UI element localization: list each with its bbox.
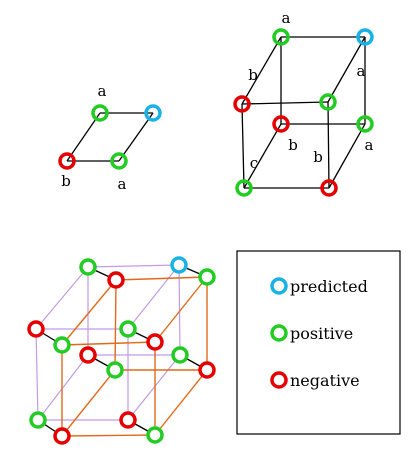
lattice-label-a: a xyxy=(98,82,107,100)
negative-node xyxy=(272,115,290,133)
positive-node xyxy=(79,258,97,276)
edge xyxy=(241,103,245,189)
negative-node xyxy=(198,361,216,379)
negative-node xyxy=(320,179,338,197)
edge xyxy=(87,264,180,268)
positive-node xyxy=(29,411,47,429)
positive-node xyxy=(235,179,253,197)
edge xyxy=(37,354,89,421)
positive-node xyxy=(198,268,216,286)
edge xyxy=(35,328,39,421)
negative-node xyxy=(58,152,76,170)
parallelogram-cell: a b a xyxy=(58,82,162,193)
legend-label-negative: negative xyxy=(290,371,360,390)
negative-node xyxy=(119,411,137,429)
edge xyxy=(154,369,208,436)
positive-node xyxy=(53,336,71,354)
unit-cell-3d: a b a b c b a xyxy=(233,9,374,197)
negative-node xyxy=(27,320,45,338)
edge xyxy=(327,36,366,103)
lattice-label-a: a xyxy=(357,62,366,80)
negative-node xyxy=(107,271,125,289)
lattice-label-a: a xyxy=(118,175,127,193)
edge xyxy=(328,123,366,189)
supercell-3d xyxy=(27,256,216,445)
positive-legend-icon xyxy=(270,324,288,342)
positive-node xyxy=(171,346,189,364)
legend-label-predicted: predicted xyxy=(290,277,368,296)
edge xyxy=(178,264,181,356)
negative-legend-icon xyxy=(270,371,288,389)
legend: predicted positive negative xyxy=(236,250,401,435)
positive-node xyxy=(356,115,374,133)
predicted-legend-icon xyxy=(270,277,288,295)
positive-node xyxy=(119,320,137,338)
edge xyxy=(61,369,116,437)
edge xyxy=(35,266,89,330)
edge xyxy=(118,112,154,162)
edge xyxy=(154,276,208,343)
predicted-node xyxy=(356,28,374,46)
positive-node xyxy=(146,426,164,444)
lattice-label-a: a xyxy=(282,9,291,27)
lattice-label-c: c xyxy=(250,154,258,172)
edge xyxy=(61,279,117,346)
legend-item-negative: negative xyxy=(270,371,360,390)
edge xyxy=(114,279,117,371)
edge xyxy=(66,112,101,162)
legend-item-predicted: predicted xyxy=(270,277,368,296)
legend-label-positive: positive xyxy=(290,324,353,343)
edge xyxy=(61,341,156,346)
edge xyxy=(127,354,181,421)
positive-node xyxy=(110,152,128,170)
positive-node xyxy=(272,28,290,46)
positive-node xyxy=(91,104,109,122)
lattice-label-b: b xyxy=(248,66,258,84)
lattice-label-b: b xyxy=(61,172,71,190)
edge xyxy=(115,276,208,281)
negative-node xyxy=(79,346,97,364)
edge xyxy=(243,123,282,189)
edge xyxy=(127,264,180,330)
predicted-node xyxy=(170,256,188,274)
lattice-label-a: a xyxy=(365,136,374,154)
negative-node xyxy=(146,333,164,351)
positive-node xyxy=(106,361,124,379)
edge xyxy=(241,101,329,105)
edge xyxy=(61,434,156,437)
edge xyxy=(327,101,330,189)
lattice-label-b: b xyxy=(288,136,298,154)
negative-node xyxy=(53,427,71,445)
positive-node xyxy=(319,93,337,111)
edge xyxy=(241,36,282,105)
legend-box xyxy=(236,250,401,435)
negative-node xyxy=(233,95,251,113)
lattice-label-b: b xyxy=(313,148,323,166)
predicted-node xyxy=(144,104,162,122)
legend-item-positive: positive xyxy=(270,324,353,343)
